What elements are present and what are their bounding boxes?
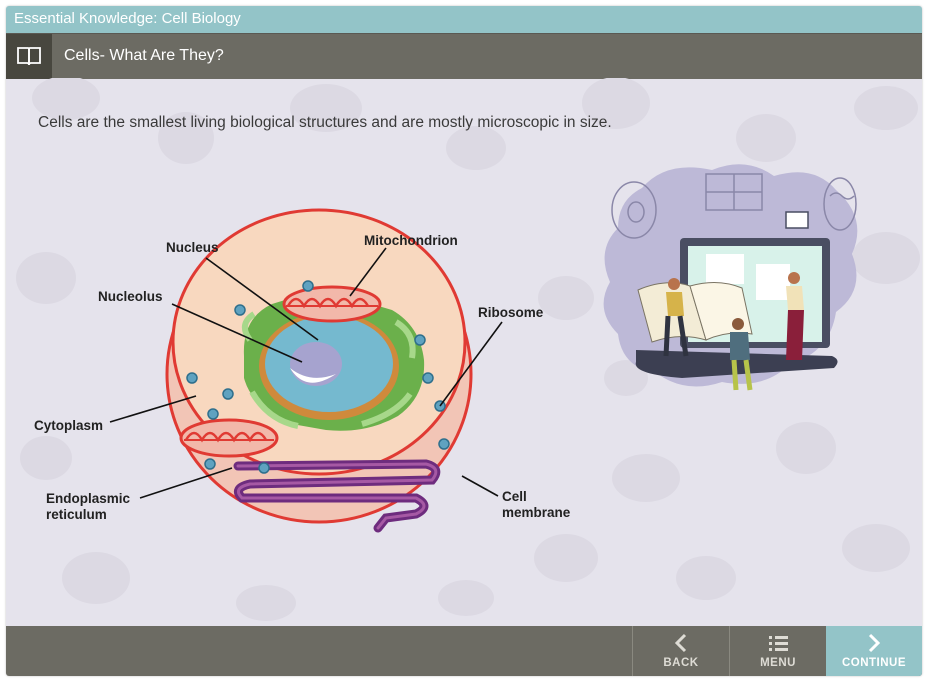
back-button[interactable]: BACK: [632, 626, 729, 676]
continue-button[interactable]: CONTINUE: [826, 626, 922, 676]
page-title: Cells- What Are They?: [64, 47, 224, 64]
continue-label: CONTINUE: [841, 657, 907, 669]
student-sitting: [730, 318, 753, 391]
book-icon-button[interactable]: [6, 34, 52, 79]
lesson-window: Essential Knowledge: Cell Biology Cells-…: [6, 6, 922, 676]
mitochondrion-left: [179, 418, 279, 458]
label-nucleolus: Nucleolus: [98, 289, 163, 304]
background-pattern: [16, 78, 920, 621]
mitochondrion-top: [282, 285, 382, 323]
student-standing-left: [663, 278, 689, 357]
label-er-line1: Endoplasmic: [46, 491, 131, 506]
label-cell-membrane: Cell membrane: [502, 489, 570, 521]
nucleolus: [290, 342, 342, 386]
menu-list-icon: [769, 636, 788, 651]
label-er-line2: reticulum: [46, 507, 107, 522]
back-label: BACK: [663, 657, 699, 669]
label-ribosome: Ribosome: [478, 305, 544, 320]
page-header: Cells- What Are They?: [6, 33, 922, 79]
label-mitochondrion: Mitochondrion: [364, 233, 458, 248]
course-title: Essential Knowledge: Cell Biology: [14, 10, 241, 27]
menu-button[interactable]: MENU: [729, 626, 826, 676]
menu-label: MENU: [760, 657, 796, 669]
chevron-left-icon: [674, 633, 687, 653]
intro-text: Cells are the smallest living biological…: [38, 114, 612, 131]
label-membrane-line2: membrane: [502, 505, 571, 520]
book-icon: [17, 47, 41, 66]
label-cytoplasm: Cytoplasm: [34, 418, 104, 433]
label-membrane-line1: Cell: [502, 489, 527, 504]
cell-diagram: [109, 208, 503, 533]
course-title-bar: Essential Knowledge: Cell Biology: [6, 6, 922, 33]
label-endoplasmic-reticulum: Endoplasmic reticulum: [46, 491, 130, 523]
label-nucleus: Nucleus: [166, 240, 219, 255]
chevron-right-icon: [868, 633, 881, 653]
students-laptop-illustration: [603, 164, 858, 391]
navigation-bar: BACK MENU CONTINUE: [6, 626, 922, 676]
teacher-standing: [786, 272, 804, 360]
lesson-content: Cells are the smallest living biological…: [6, 78, 922, 626]
